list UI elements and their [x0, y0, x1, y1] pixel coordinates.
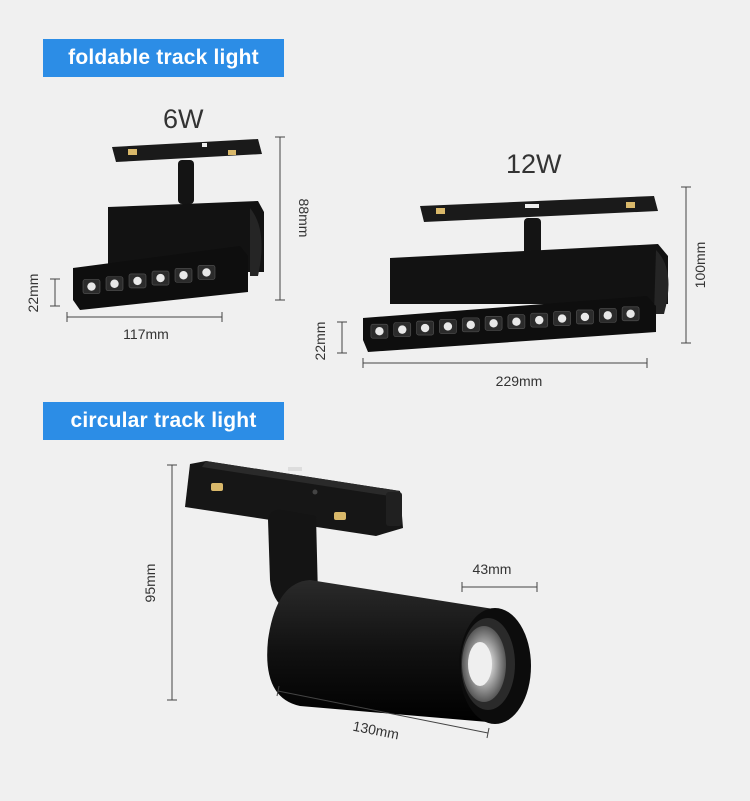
led-lens — [375, 327, 384, 336]
led-lens — [535, 315, 544, 325]
section-title-foldable: foldable track light — [43, 39, 284, 77]
foldable-12w-fixture — [363, 196, 669, 352]
led-lens — [512, 317, 521, 326]
led-lens — [87, 282, 96, 291]
body-side — [250, 208, 262, 276]
adapter-marker — [525, 204, 539, 208]
section-title-circular: circular track light — [43, 402, 284, 440]
adapter-end-cap — [386, 492, 402, 526]
dimension-lines-12w — [337, 186, 691, 368]
led-lens — [443, 322, 453, 331]
stem — [178, 160, 194, 204]
contact-pin — [228, 150, 236, 155]
dimension-label-height: 100mm — [692, 242, 708, 289]
wattage-label-6w: 6W — [163, 104, 204, 134]
led-lens — [489, 319, 498, 328]
led-lens — [420, 323, 430, 333]
led-lens — [580, 312, 590, 322]
dimension-label-height: 95mm — [142, 564, 158, 603]
circular-track-light-fixture — [185, 461, 531, 724]
led-lens — [202, 268, 211, 277]
led-lens — [156, 273, 165, 283]
track-adapter — [420, 196, 658, 222]
stem — [524, 218, 541, 258]
led-lens — [398, 325, 407, 334]
adapter-marker — [202, 143, 207, 147]
length-dimension-line — [277, 690, 489, 734]
contact-pin — [626, 202, 635, 208]
contact-pin — [436, 208, 445, 214]
dimension-label-length: 117mm — [123, 326, 169, 342]
dimension-label-length: 130mm — [352, 718, 401, 743]
dimension-label-length: 229mm — [496, 373, 543, 389]
cylinder-body — [267, 580, 500, 722]
body-side — [654, 250, 669, 314]
contact-pin — [211, 483, 223, 491]
body-block — [390, 244, 668, 304]
track-adapter — [112, 139, 262, 162]
wattage-label-12w: 12W — [506, 149, 562, 179]
led-lens — [603, 311, 612, 320]
dimension-label-height: 88mm — [296, 199, 312, 238]
dimension-lines-6w — [50, 136, 285, 322]
led-lens — [557, 314, 567, 323]
foldable-6w-fixture — [73, 139, 264, 310]
dimension-label-head-height: 22mm — [312, 322, 328, 361]
led-row — [370, 306, 640, 339]
contact-pin — [334, 512, 346, 520]
contact-pin — [128, 149, 137, 155]
led-row — [82, 265, 216, 294]
dimension-label-diameter: 43mm — [473, 561, 512, 577]
adapter-marker — [288, 467, 302, 471]
led-lens — [626, 309, 635, 318]
led-lens — [133, 276, 142, 286]
led-lens — [179, 271, 188, 280]
led-lens — [110, 279, 119, 288]
dimension-label-head-height: 22mm — [25, 274, 41, 313]
dimension-lines-circular — [167, 464, 538, 739]
track-adapter — [185, 461, 403, 536]
led-lens — [466, 320, 475, 330]
